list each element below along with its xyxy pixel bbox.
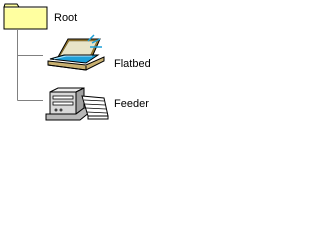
tree-node-root[interactable]: Root <box>3 3 93 33</box>
tree-connector-lines <box>17 30 43 101</box>
folder-icon <box>3 3 49 36</box>
tree-node-flatbed[interactable]: Flatbed <box>44 33 161 71</box>
tree-node-feeder-label: Feeder <box>114 98 149 110</box>
tree-node-flatbed-label: Flatbed <box>114 58 151 70</box>
flatbed-scanner-icon <box>44 33 108 78</box>
tree-node-feeder[interactable]: Feeder <box>44 86 161 121</box>
device-tree: Root Flatbed <box>0 0 161 129</box>
tree-node-root-label: Root <box>54 12 78 24</box>
document-feeder-icon <box>44 86 112 131</box>
